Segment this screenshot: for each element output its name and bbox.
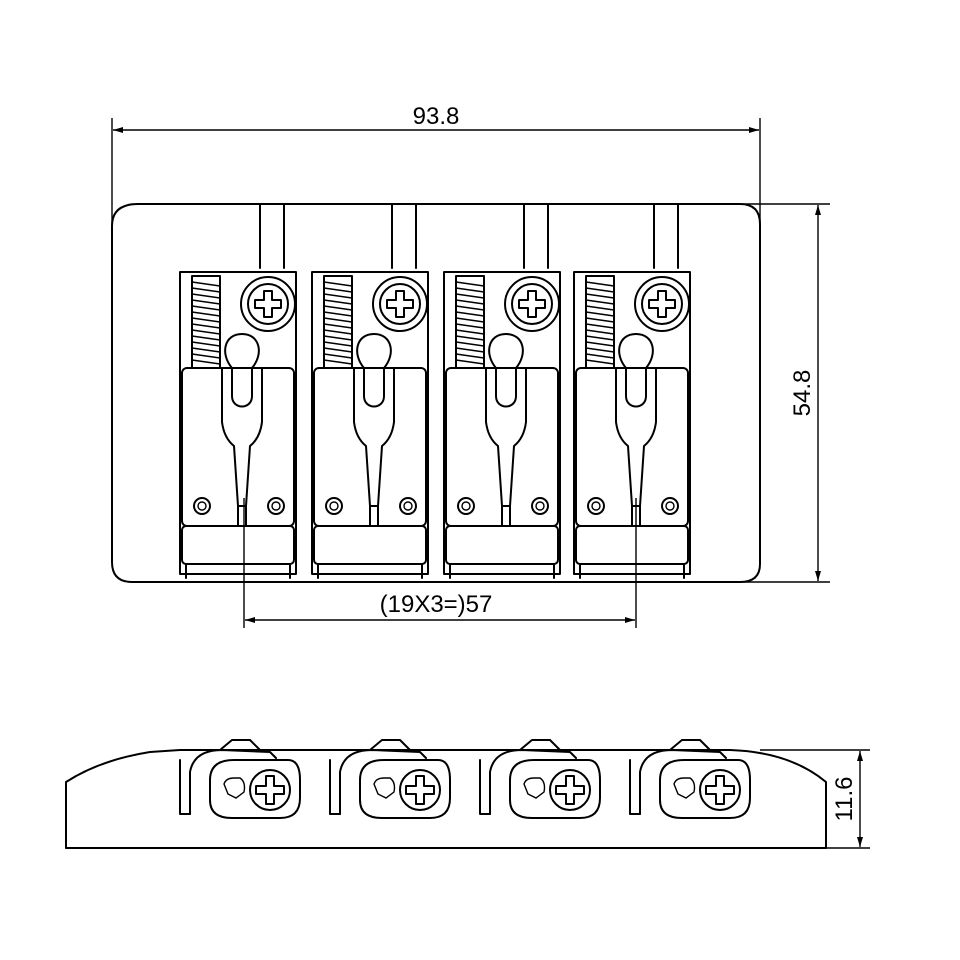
- saddle-1: [179, 203, 297, 579]
- side-view: [65, 739, 827, 849]
- base-profile: [65, 749, 827, 849]
- overall-height-label: 54.8: [789, 370, 816, 417]
- overall-width-dimension: 93.8: [111, 103, 761, 226]
- side-height-dimension: 11.6: [760, 749, 870, 849]
- overall-width-label: 93.8: [413, 103, 460, 130]
- saddle-profile-2: [329, 739, 451, 819]
- side-height-label: 11.6: [831, 777, 858, 822]
- saddle-2: [311, 203, 429, 579]
- saddle-3: [443, 203, 561, 579]
- overall-height-dimension: 54.8: [740, 203, 830, 583]
- saddle-profile-3: [479, 739, 601, 819]
- saddle-4: [573, 203, 691, 579]
- top-view: [111, 203, 761, 583]
- string-spacing-label: (19X3=)57: [380, 591, 493, 618]
- string-spacing-dimension: (19X3=)57: [243, 498, 637, 628]
- saddle-profile-1: [179, 739, 301, 819]
- saddle-profile-4: [629, 739, 751, 819]
